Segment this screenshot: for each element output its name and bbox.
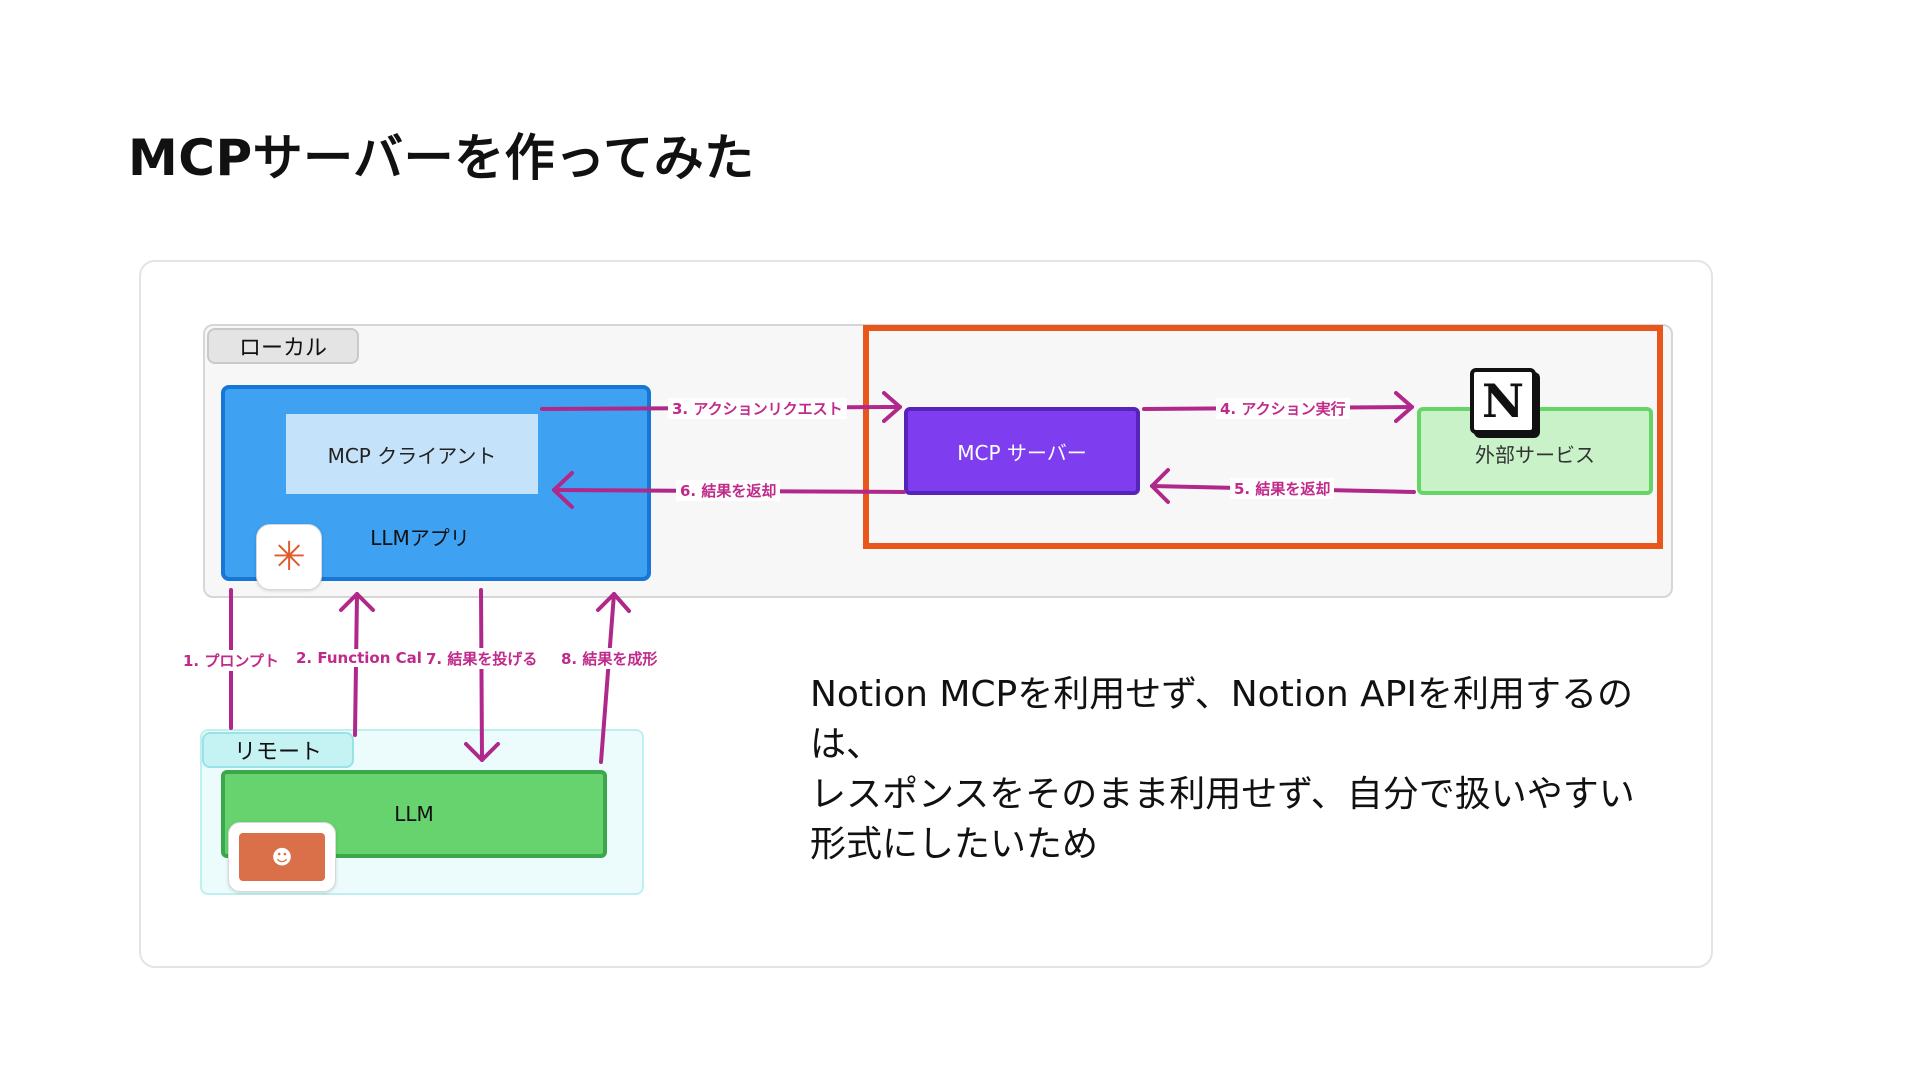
- arrow-label-6: 6. 結果を返却: [676, 480, 781, 501]
- arrow-4-head: [1394, 391, 1414, 423]
- arrow-label-4: 4. アクション実行: [1216, 398, 1350, 419]
- arrow-label-1: 1. プロンプト: [179, 650, 283, 671]
- mcp-client-box: MCP クライアント: [286, 414, 538, 494]
- mcp-server-box: MCP サーバー: [904, 407, 1140, 495]
- arrow-label-3: 3. アクションリクエスト: [668, 398, 847, 419]
- claude-icon: ✳: [256, 524, 322, 590]
- llm-app-label: LLMアプリ: [370, 526, 470, 550]
- llm-icon: ☻: [228, 822, 336, 892]
- arrow-label-7: 7. 結果を投げる: [422, 648, 542, 669]
- local-label: ローカル: [207, 328, 359, 364]
- description-line-2: レスポンスをそのまま利用せず、自分で扱いやすい: [810, 774, 1635, 815]
- page-title: MCPサーバーを作ってみた: [128, 129, 755, 187]
- arrow-8-head: [596, 592, 631, 613]
- arrow-3-head: [882, 391, 902, 423]
- arrow-label-2: 2. Function Call: [292, 649, 432, 667]
- description-line-1: Notion MCPを利用せず、Notion APIを利用するのは、: [810, 674, 1634, 765]
- arrow-2-head: [339, 592, 375, 612]
- arrow-label-5: 5. 結果を返却: [1230, 478, 1335, 499]
- remote-label: リモート: [202, 732, 354, 768]
- description-text: Notion MCPを利用せず、Notion APIを利用するのは、 レスポンス…: [810, 670, 1680, 870]
- arrow-6-head: [552, 471, 574, 509]
- arrow-label-8: 8. 結果を成形: [557, 648, 662, 669]
- notion-logo-icon: N: [1470, 368, 1536, 434]
- mcp-highlight-frame: [863, 325, 1663, 549]
- arrow-5-head: [1150, 468, 1170, 504]
- arrow-7-line: [479, 588, 484, 762]
- arrow-7-head: [464, 742, 500, 762]
- description-line-3: 形式にしたいため: [810, 824, 1099, 865]
- head-icon: ☻: [239, 833, 325, 881]
- arrow-8-line: [599, 592, 616, 764]
